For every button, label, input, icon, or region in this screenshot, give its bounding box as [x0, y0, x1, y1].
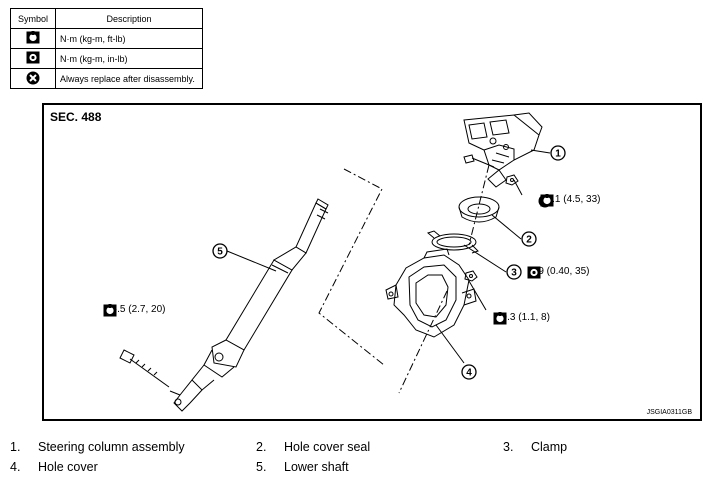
lower-shaft-bolt: [119, 349, 170, 388]
torque-wrench-icon: [540, 194, 554, 207]
part-number: 5.: [256, 460, 267, 474]
callout-5: 5: [212, 243, 228, 259]
legend-description: N·m (kg-m, in-lb): [55, 48, 203, 69]
torque-wrench-icon: [493, 312, 507, 325]
steering-column-assembly: [463, 112, 543, 188]
torque-callout-3-9: 3.9 (0.40, 35): [527, 266, 590, 279]
torque-value: 44.1 (4.5, 33): [541, 194, 601, 205]
legend-header-symbol: Symbol: [10, 8, 56, 29]
part-number: 3.: [503, 440, 514, 454]
torque-callout-44: 44.1 (4.5, 33): [538, 194, 601, 208]
legend-header-description: Description: [55, 8, 203, 29]
torque-wrench-icon: [26, 31, 40, 44]
column-nut: [505, 174, 519, 186]
torque-callout-26-5: 26.5 (2.7, 20): [103, 304, 166, 317]
part-name: Lower shaft: [284, 460, 349, 474]
hole-cover-seal: [458, 196, 500, 223]
legend-row: N·m (kg-m, in-lb): [10, 48, 203, 69]
hole-cover-nut: [464, 270, 478, 282]
section-label: SEC. 488: [50, 110, 102, 124]
legend-description: Always replace after disassembly.: [55, 68, 203, 89]
callout-2: 2: [521, 231, 537, 247]
torque-value: 10.3 (1.1, 8): [496, 312, 550, 323]
callout-3-number: 3: [511, 268, 517, 279]
part-number: 1.: [10, 440, 21, 454]
callout-4: 4: [461, 364, 477, 380]
symbol-legend-table: Symbol Description N·m (kg-m, ft-lb) N·m…: [10, 8, 203, 89]
part-number: 2.: [256, 440, 267, 454]
torque-value: 26.5 (2.7, 20): [106, 304, 166, 315]
torque-wrench-inlb-icon: [527, 266, 541, 279]
part-name: Hole cover: [38, 460, 98, 474]
hole-cover: [385, 248, 477, 338]
lower-shaft: [169, 198, 329, 412]
replace-icon: [26, 71, 40, 84]
column-bolt: [463, 154, 495, 168]
callout-4-number: 4: [466, 368, 472, 379]
part-name: Clamp: [531, 440, 568, 454]
part-name: Steering column assembly: [38, 440, 185, 454]
callout-5-number: 5: [217, 247, 223, 258]
assembly-lines: [318, 164, 490, 394]
clamp: [426, 230, 479, 254]
exploded-diagram: [119, 112, 551, 412]
part-name: Hole cover seal: [284, 440, 371, 454]
torque-wrench-icon: [103, 304, 117, 317]
torque-callout-10-3: 10.3 (1.1, 8): [493, 312, 550, 325]
figure-id: JSGIA0311GB: [646, 409, 692, 416]
leader-lines: [226, 149, 551, 364]
callout-1-number: 1: [555, 149, 561, 160]
legend-row: N·m (kg-m, ft-lb): [10, 28, 203, 49]
legend-row: Always replace after disassembly.: [10, 68, 203, 89]
torque-value: 3.9 (0.40, 35): [530, 266, 590, 277]
callout-1: 1: [550, 145, 566, 161]
callout-3: 3: [506, 264, 522, 280]
diagram-frame: SEC. 488: [42, 103, 702, 421]
part-number: 4.: [10, 460, 21, 474]
callout-2-number: 2: [526, 235, 532, 246]
legend-description: N·m (kg-m, ft-lb): [55, 28, 203, 49]
torque-wrench-inlb-icon: [26, 51, 40, 64]
